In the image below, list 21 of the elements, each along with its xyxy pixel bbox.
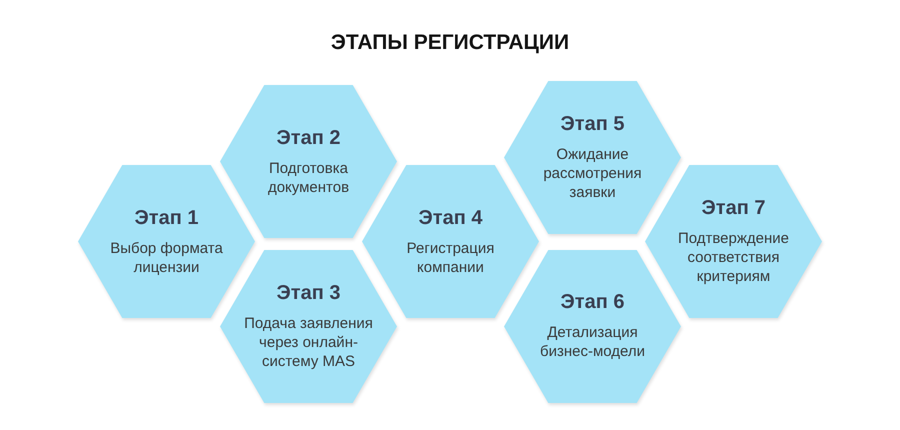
- stage-hexagon: [504, 81, 681, 234]
- stage-heading: Этап 7: [702, 197, 766, 220]
- stage-heading: Этап 4: [418, 206, 482, 230]
- stage-hexagon: [220, 85, 397, 238]
- stage-hexagon: [645, 165, 822, 318]
- stage-description: Выбор формата лицензии: [109, 238, 224, 276]
- stage-hexagon: [78, 165, 255, 318]
- stage-description: Ожидание рассмотрения заявки: [542, 145, 643, 202]
- stage-hexagon: [362, 165, 539, 318]
- stage-heading: Этап 6: [560, 291, 624, 314]
- stage-hexagon: [504, 250, 681, 402]
- stage-heading: Этап 5: [560, 113, 624, 136]
- diagram-title: ЭТАПЫ РЕГИСТРАЦИИ: [330, 32, 570, 54]
- stage-heading: Этап 2: [276, 126, 340, 150]
- stage-heading: Этап 3: [276, 282, 340, 305]
- stage-description: Регистрация компании: [406, 238, 496, 276]
- stage-description: Подготовка документов: [266, 158, 350, 196]
- stage-heading: Этап 1: [134, 206, 198, 230]
- stage-description: Подтверждение соответствия критериям: [676, 229, 790, 286]
- stage-description: Подача заявления через онлайн-систему MAS: [243, 314, 374, 371]
- stage-description: Детализация бизнес-модели: [538, 323, 646, 361]
